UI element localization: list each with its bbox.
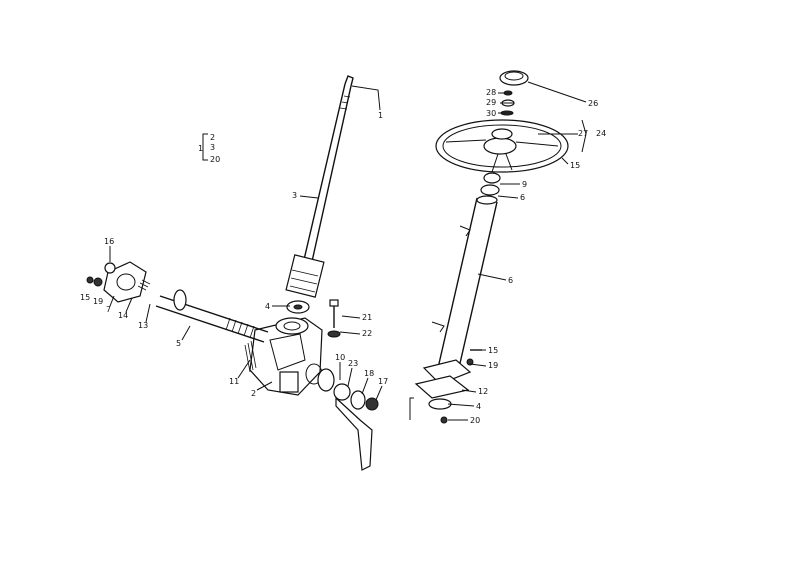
callout-28: 28 (486, 88, 496, 97)
callout-labels: 1 2 3 20 1 3 4 21 22 2 11 5 13 14 7 16 1… (80, 88, 606, 425)
callout-18: 18 (364, 369, 374, 378)
group-bracket-entry-2: 3 (210, 143, 215, 152)
callout-19-right: 19 (488, 361, 498, 370)
callout-6-upper: 6 (520, 193, 525, 202)
callout-19-left: 19 (93, 297, 103, 306)
callout-7: 7 (106, 305, 111, 314)
callout-16: 16 (104, 237, 114, 246)
callout-15-right: 15 (488, 346, 498, 355)
group-bracket-entry-1: 2 (210, 133, 215, 142)
callout-3: 3 (292, 191, 297, 200)
callout-13: 13 (138, 321, 148, 330)
callout-4-right: 4 (476, 402, 481, 411)
callout-21: 21 (362, 313, 372, 322)
worm-shaft (155, 289, 269, 343)
callout-27: 27 (578, 129, 588, 138)
steering-gear-housing (244, 317, 323, 396)
steering-column (414, 172, 501, 424)
bearing-left (286, 300, 310, 314)
pitman-arm-assembly (317, 368, 379, 471)
leader-lines (109, 81, 587, 421)
callout-20: 20 (470, 416, 480, 425)
end-cover-assembly (86, 261, 151, 303)
callout-12: 12 (478, 387, 488, 396)
callout-30: 30 (486, 109, 496, 118)
callout-9: 9 (522, 180, 527, 189)
bolt-21 (327, 299, 341, 338)
callout-29: 29 (486, 98, 496, 107)
callout-23: 23 (348, 359, 358, 368)
group-bracket-prefix: 1 (198, 144, 203, 153)
steering-wheel (435, 119, 569, 173)
group-bracket-entry-3: 20 (210, 155, 220, 164)
callout-22: 22 (362, 329, 372, 338)
callout-17: 17 (378, 377, 388, 386)
callout-24: 24 (596, 129, 606, 138)
callout-10: 10 (335, 353, 345, 362)
callout-15-wheel: 15 (570, 161, 580, 170)
callout-6-tube: 6 (508, 276, 513, 285)
callout-14: 14 (118, 311, 128, 320)
callout-2: 2 (251, 389, 256, 398)
callout-5: 5 (176, 339, 181, 348)
callout-4-left: 4 (265, 302, 270, 311)
callout-11: 11 (229, 377, 239, 386)
callout-26: 26 (588, 99, 598, 108)
steering-shaft-upper (285, 75, 354, 298)
callout-1: 1 (378, 111, 383, 120)
callout-15-left: 15 (80, 293, 90, 302)
